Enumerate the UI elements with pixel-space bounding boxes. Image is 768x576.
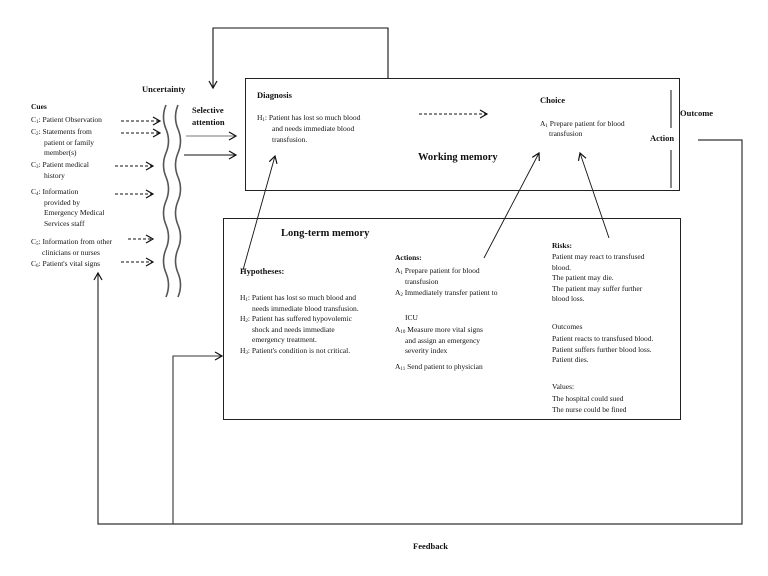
hypothesis-item: H3: Patient's condition is not critical. (240, 345, 351, 356)
action-item: A2 Immediately transfer patient to (395, 288, 498, 298)
hypotheses-title: Hypotheses: (240, 266, 285, 276)
long-term-memory-title: Long-term memory (281, 228, 370, 239)
diagnosis-line: and needs immediate blood (272, 124, 355, 133)
diagnosis-line: H1: Patient has lost so much blood (257, 113, 361, 123)
hypothesis-item: H1: Patient has lost so much blood and (240, 293, 357, 303)
cue-item: C3: Patient medical (31, 160, 89, 170)
choice-line: A1 Prepare patient for blood (540, 119, 625, 129)
cue-item-continued: patient or family (44, 137, 94, 147)
long-term-memory-box (223, 218, 681, 420)
uncertainty-wave-right (174, 104, 182, 298)
selective-attention-label-1: Selective (192, 105, 224, 115)
working-memory-box (245, 78, 680, 191)
action-item-continued: ICU (405, 312, 418, 322)
uncertainty-label: Uncertainty (142, 84, 186, 94)
diagnosis-title: Diagnosis (257, 90, 292, 100)
outcome-item: Patient suffers further blood loss. (552, 344, 652, 354)
uncertainty-wave-left (162, 104, 170, 298)
outcomes-title: Outcomes (552, 322, 583, 331)
risk-item: blood. (552, 262, 571, 272)
cue-item: C4: Information (31, 187, 79, 197)
actions-title: Actions: (395, 253, 422, 262)
cue-item: C6: Patient's vital signs (31, 259, 101, 269)
outcome-label: Outcome (680, 108, 714, 118)
cue-item-continued: Services staff (44, 218, 85, 228)
value-item: The hospital could sued (552, 394, 624, 403)
action-item: A10 Measure more vital signs (395, 325, 483, 335)
action-item-continued: transfusion (405, 276, 439, 286)
action-item: A1 Prepare patient for blood (395, 266, 480, 276)
diagnosis-line: transfusion. (272, 135, 308, 144)
cue-item: C2: Statements from (31, 127, 92, 137)
risk-item: Patient may react to transfused (552, 252, 645, 261)
risk-item: blood loss. (552, 294, 585, 303)
action-item-continued: severity index (405, 346, 448, 355)
cue-item-continued: Emergency Medical (44, 208, 105, 217)
cues-title: Cues (31, 102, 47, 111)
choice-title: Choice (540, 95, 566, 105)
cue-item: C5: Information from other (31, 237, 113, 247)
outcome-item: Patient dies. (552, 355, 589, 364)
hypothesis-item-continued: emergency treatment. (252, 335, 317, 344)
cue-item-continued: provided by (44, 197, 81, 207)
value-item: The nurse could be fined (552, 404, 627, 414)
risk-item: The patient may suffer further (552, 283, 643, 293)
hypothesis-item: H2: Patient has suffered hypovolemic (240, 314, 352, 324)
action-label: Action (650, 133, 675, 143)
action-item-continued: and assign an emergency (405, 335, 481, 345)
selective-attention-label-2: attention (192, 117, 225, 127)
outcome-item: Patient reacts to transfused blood. (552, 334, 654, 343)
risk-item: The patient may die. (552, 273, 614, 282)
ltm-feedback-path (172, 351, 224, 524)
choice-line: transfusion (549, 129, 583, 138)
values-title: Values: (552, 382, 575, 391)
hypothesis-item-continued: shock and needs immediate (252, 324, 335, 334)
feedback-label: Feedback (413, 541, 448, 551)
risks-title: Risks: (552, 241, 573, 250)
cue-item-continued: history (44, 170, 65, 180)
working-memory-title: Working memory (418, 152, 498, 163)
cue-item: C1: Patient Observation (31, 115, 102, 125)
hypothesis-item-continued: needs immediate blood transfusion. (252, 303, 359, 313)
cue-item-continued: clinicians or nurses (42, 247, 100, 257)
cue-item-continued: member(s) (44, 148, 77, 157)
action-item: A11 Send patient to physician (395, 362, 483, 372)
